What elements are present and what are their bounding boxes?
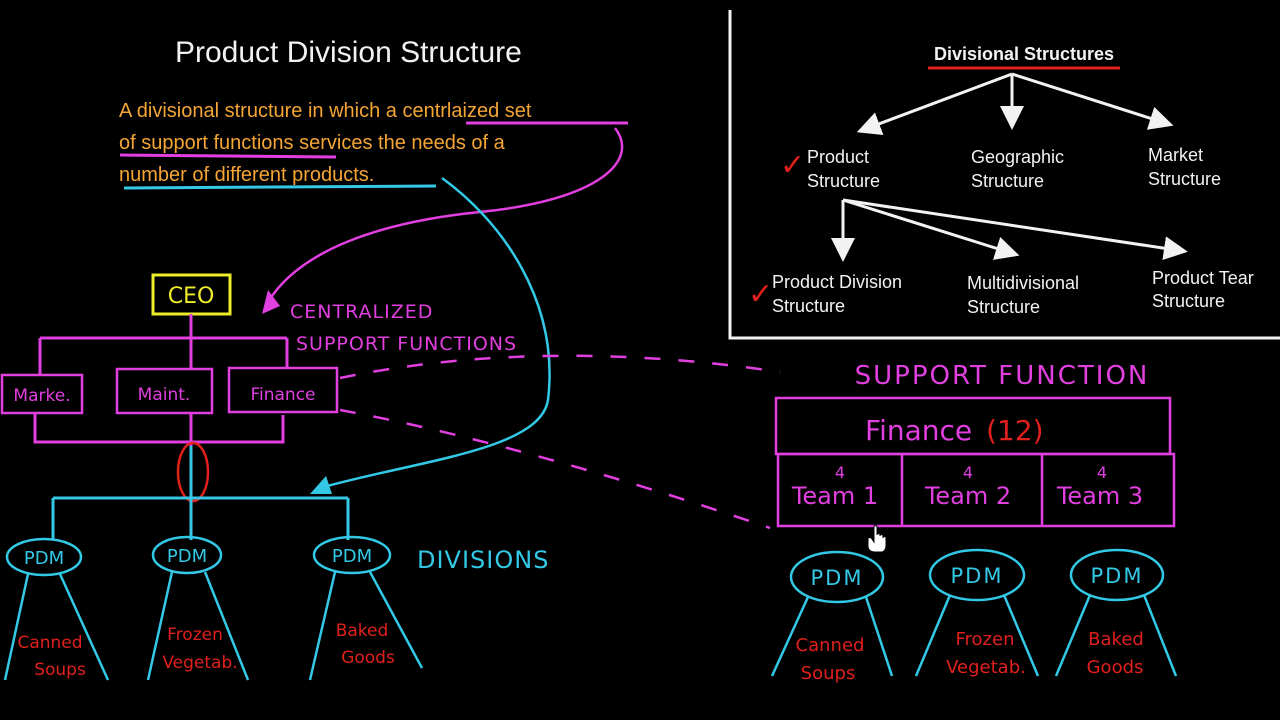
definition-line3: number of different products.	[119, 164, 374, 186]
taxonomy-l2-multidivisional-line2: Structure	[967, 297, 1040, 317]
underline-products	[123, 184, 437, 190]
right-pdm-2: PDM Frozen Vegetab.	[914, 548, 1040, 678]
team-2-label: Team 2	[924, 482, 1011, 510]
left-product-3-line2: Goods	[341, 648, 395, 668]
definition-line1-a: A divisional structure in which a	[119, 100, 402, 122]
arrowhead-to-support	[262, 290, 280, 314]
right-pdm-3: PDM Baked Goods	[1054, 548, 1178, 678]
left-pdm-3: PDM Baked Goods	[308, 535, 424, 681]
mouse-pointer-icon	[867, 525, 887, 553]
svg-text:of support functions services: of support functions services the needs …	[119, 132, 506, 154]
taxonomy-panel-border	[728, 10, 1280, 340]
taxonomy-level2: ✓ Product Division Structure Multidivisi…	[748, 268, 1254, 317]
taxonomy-l2-product-team-line2: Structure	[1152, 291, 1225, 311]
right-pdm-2-label: PDM	[951, 564, 1004, 588]
taxonomy-l2-product-division-line1: Product Division	[772, 272, 902, 292]
right-product-2-line1: Frozen	[956, 629, 1015, 650]
dashed-connector-bottom	[339, 408, 771, 530]
right-product-3-line2: Goods	[1087, 657, 1144, 678]
taxonomy-l2-product-team-line1: Product Tear	[1152, 268, 1254, 288]
arrow-to-support	[266, 127, 624, 303]
left-product-2-line2: Vegetab.	[162, 653, 237, 673]
left-product-2-line1: Frozen	[167, 625, 223, 645]
taxonomy-l1-geographic-line2: Structure	[971, 171, 1044, 191]
taxonomy-l1-product-line1: Product	[807, 147, 869, 167]
finance-table	[774, 396, 1176, 528]
arrow-to-divisions	[319, 176, 551, 490]
left-pdm-2: PDM Frozen Vegetab.	[146, 535, 250, 681]
taxonomy-l2-multidivisional-line1: Multidivisional	[967, 273, 1079, 293]
red-highlight-oval	[176, 441, 210, 503]
division-lines	[51, 446, 350, 540]
taxonomy-l1-market-line1: Market	[1148, 145, 1203, 165]
right-product-3-line1: Baked	[1088, 629, 1144, 650]
taxonomy-l2-check-product-division: ✓	[748, 278, 773, 311]
left-product-1-line1: Canned	[17, 633, 82, 653]
definition-line1-b: centrlaized set	[402, 100, 531, 122]
team-2-count: 4	[963, 463, 973, 482]
right-product-1-line1: Canned	[796, 635, 865, 656]
support-unit-maintenance: Maint.	[138, 385, 191, 405]
finance-label: Finance(12)	[865, 414, 1044, 447]
right-pdm-1-label: PDM	[811, 566, 864, 590]
right-pdm-3-label: PDM	[1091, 564, 1144, 588]
definition-text: A divisional structure in which a centrl…	[119, 100, 532, 186]
support-box-finance	[227, 366, 339, 414]
arrowhead-to-divisions	[310, 476, 332, 494]
centralized-label-line2: SUPPORT FUNCTIONS	[296, 333, 517, 355]
taxonomy-root: Divisional Structures	[934, 44, 1114, 64]
page-title: Product Division Structure	[175, 36, 522, 69]
left-pdm-3-label: PDM	[332, 546, 372, 567]
team-1-label: Team 1	[791, 482, 878, 510]
dashed-connector-top	[339, 354, 781, 380]
support-unit-marketing: Marke.	[13, 386, 70, 406]
support-box-maintenance	[115, 367, 214, 415]
team-3-count: 4	[1097, 463, 1107, 482]
left-product-1-line2: Soups	[34, 660, 86, 680]
team-3-label: Team 3	[1056, 482, 1143, 510]
right-pdm-1: PDM Canned Soups	[770, 550, 894, 684]
support-unit-boxes	[0, 366, 339, 415]
underline-support	[119, 153, 337, 159]
support-function-heading: SUPPORT FUNCTION	[855, 361, 1150, 391]
ceo-label: CEO	[168, 284, 215, 309]
right-product-1-line2: Soups	[801, 663, 856, 684]
taxonomy-l1-check-product: ✓	[780, 149, 805, 182]
left-pdm-1-label: PDM	[24, 548, 64, 569]
support-box-marketing	[0, 373, 84, 415]
taxonomy-arrows-level2	[831, 198, 1188, 262]
team-1-count: 4	[835, 463, 845, 482]
definition-line2-a: of support functions	[119, 132, 294, 154]
definition-line2-b: services the needs of a	[294, 132, 506, 154]
right-product-2-line2: Vegetab.	[946, 657, 1026, 678]
taxonomy-arrows-level1	[856, 72, 1174, 136]
left-pdm-2-label: PDM	[167, 546, 207, 567]
divisions-label: DIVISIONS	[417, 546, 549, 574]
taxonomy-l1-market-line2: Structure	[1148, 169, 1221, 189]
taxonomy-l1-geographic-line1: Geographic	[971, 147, 1064, 167]
team-cells: 4 Team 1 4 Team 2 4 Team 3	[791, 463, 1143, 510]
support-unit-finance: Finance	[250, 385, 315, 405]
centralized-label-line1: CENTRALIZED	[290, 301, 433, 323]
left-product-3-line1: Baked	[336, 621, 389, 641]
taxonomy-l2-product-division-line2: Structure	[772, 296, 845, 316]
svg-text:A divisional structure in whic: A divisional structure in which a centrl…	[119, 100, 532, 122]
taxonomy-l1-product-line2: Structure	[807, 171, 880, 191]
taxonomy-level1: ✓ Product Structure Geographic Structure…	[780, 145, 1221, 191]
left-pdm-1: PDM Canned Soups	[3, 537, 110, 681]
